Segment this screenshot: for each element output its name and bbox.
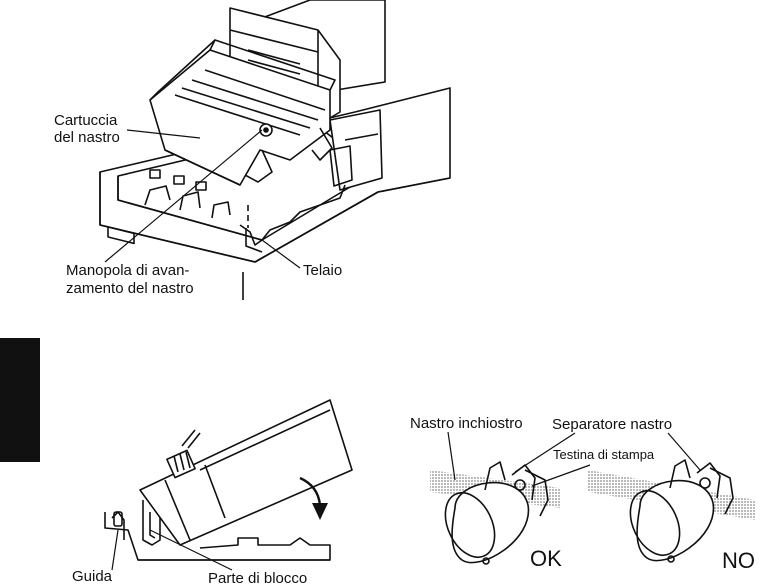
feed-knob-label-line2: zamento del nastro <box>66 280 194 297</box>
no-label: NO <box>722 548 755 573</box>
ink-ribbon-label: Nastro inchiostro <box>410 415 523 432</box>
ribbon-separator-label: Separatore nastro <box>552 416 673 433</box>
feed-knob-label-line1: Manopola di avan- <box>66 262 190 279</box>
section-tab-marker <box>0 338 40 462</box>
frame-label: Telaio <box>303 262 343 279</box>
print-head-label: Testina di stampa <box>553 447 655 462</box>
guide-label: Guida <box>72 568 113 585</box>
cartridge-label-line2: del nastro <box>54 129 120 146</box>
cartridge-label-line1: Cartuccia <box>54 112 118 129</box>
ok-label: OK <box>530 546 562 571</box>
lock-part-label: Parte di blocco <box>208 570 308 587</box>
